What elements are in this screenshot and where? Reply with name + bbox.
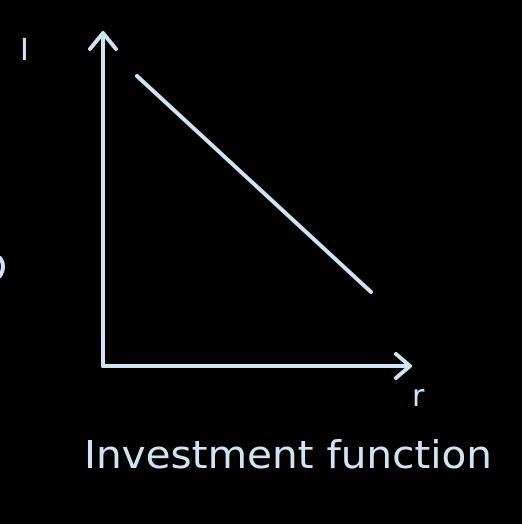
y-axis-arrowhead [88, 31, 118, 51]
x-axis-arrowhead [394, 352, 412, 380]
y-axis-label: I [20, 33, 29, 68]
diagram-caption: Investment function [84, 433, 492, 477]
investment-curve [135, 74, 373, 294]
edge-mark [0, 256, 5, 278]
x-axis-label: r [412, 379, 425, 414]
